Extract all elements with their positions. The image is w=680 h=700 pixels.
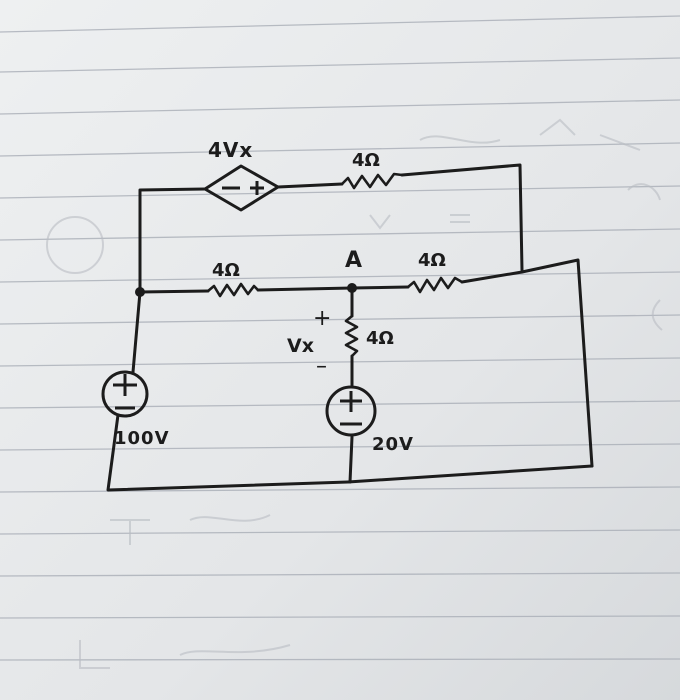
vx-minus-sign: – (316, 354, 327, 379)
junction-node-a (347, 283, 357, 293)
junction-left (135, 287, 145, 297)
resistor-middle (344, 314, 359, 358)
vx-plus-sign: + (313, 306, 332, 331)
resistor-left (206, 282, 260, 298)
voltage-source-100v (101, 370, 149, 418)
resistor-right (406, 276, 464, 294)
left-source-value: 100V (114, 428, 170, 449)
bleed-through-marks (46, 118, 663, 669)
resistors (206, 172, 464, 358)
node-a-label: A (345, 248, 363, 273)
right-resistor-label: 4Ω (418, 250, 446, 271)
voltage-source-20v (325, 385, 377, 437)
junction-dots (135, 283, 357, 297)
resistor-top (340, 172, 404, 190)
middle-resistor-label: 4Ω (366, 328, 394, 349)
middle-source-value: 20V (372, 434, 414, 455)
dependent-voltage-source (203, 164, 280, 212)
vx-label: Vx (287, 335, 314, 357)
top-resistor-label: 4Ω (352, 150, 380, 171)
circuit-wires (106, 163, 594, 492)
left-resistor-label: 4Ω (212, 260, 240, 281)
dependent-source-label: 4Vx (208, 138, 254, 162)
